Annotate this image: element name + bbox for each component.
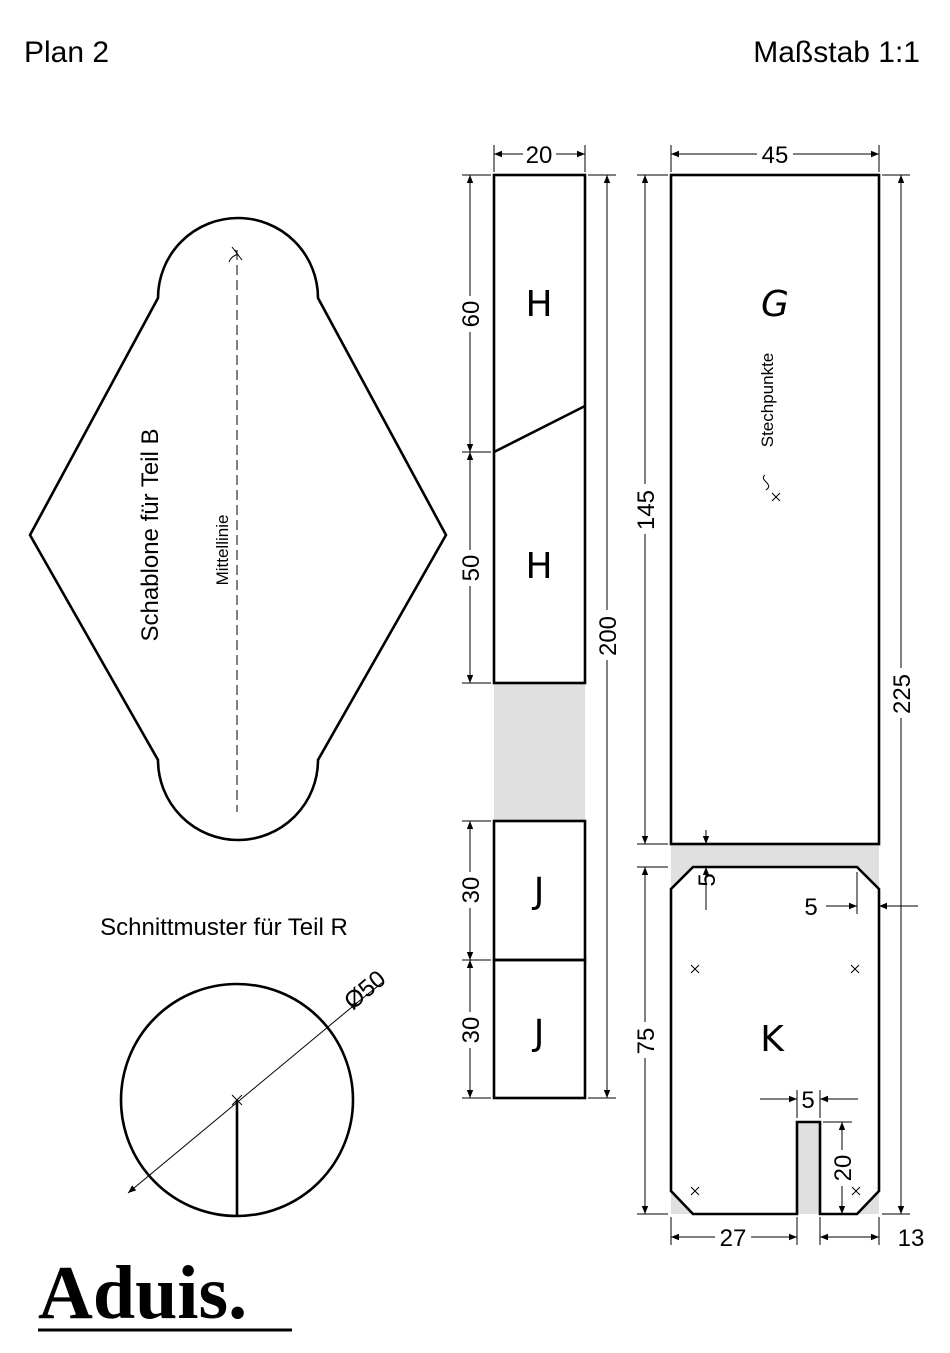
stech-leader xyxy=(763,475,768,490)
scissors-icon xyxy=(229,247,242,262)
strip-total-dim: 200 xyxy=(595,616,622,656)
scale-label: Maßstab 1:1 xyxy=(753,36,920,69)
right-width-dim: 13 xyxy=(898,1225,925,1252)
aduis-logo: Aduis. xyxy=(38,1251,292,1335)
strip-width-dim: 20 xyxy=(526,142,553,169)
part-j-upper-letter: J xyxy=(532,871,545,912)
slot-height-dim: 20 xyxy=(830,1155,857,1182)
stech-label: Stechpunkte xyxy=(758,353,777,448)
template-b-outline xyxy=(30,218,446,840)
slot-width-dim: 5 xyxy=(801,1087,814,1114)
diameter-dim-line xyxy=(128,1002,358,1193)
left-width-dim: 27 xyxy=(720,1225,747,1252)
template-b-title: Schablone für Teil B xyxy=(137,428,164,641)
strip-h-j: H H J J 20 60 50 30 30 200 xyxy=(458,142,622,1098)
board-g-k: G K Stechpunkte 45 145 75 225 xyxy=(633,142,924,1252)
cut-pattern-r-title: Schnittmuster für Teil R xyxy=(100,914,348,941)
plan-label: Plan 2 xyxy=(24,36,109,69)
part-k-height-dim: 75 xyxy=(633,1028,660,1055)
part-g-block xyxy=(671,175,879,844)
logo-text: Aduis. xyxy=(38,1251,247,1335)
part-k-letter: K xyxy=(760,1019,785,1060)
part-h-diagonal-cut xyxy=(494,406,585,452)
board-total-dim: 225 xyxy=(889,674,916,714)
part-j-lower-dim: 30 xyxy=(458,1017,485,1044)
part-h-upper-dim: 60 xyxy=(458,301,485,328)
chamfer-dim: 5 xyxy=(804,894,817,921)
gap-dim: 5 xyxy=(694,873,721,886)
stech-mark-g-icon xyxy=(772,493,780,501)
centerline-label: Mittellinie xyxy=(213,515,232,586)
board-width-dim: 45 xyxy=(762,142,789,169)
cut-pattern-r: Schnittmuster für Teil R Ø50 xyxy=(100,914,391,1216)
part-j-lower-letter: J xyxy=(532,1013,545,1054)
part-h-lower-dim: 50 xyxy=(458,555,485,582)
template-b: Schablone für Teil B Mittellinie xyxy=(30,218,446,840)
part-g-height-dim: 145 xyxy=(633,490,660,530)
part-h-upper-letter: H xyxy=(525,284,552,325)
part-g-letter: G xyxy=(761,284,789,325)
part-j-upper-dim: 30 xyxy=(458,877,485,904)
strip-waste-area xyxy=(494,683,585,821)
diameter-label: Ø50 xyxy=(339,965,391,1015)
part-h-lower-letter: H xyxy=(525,546,552,587)
